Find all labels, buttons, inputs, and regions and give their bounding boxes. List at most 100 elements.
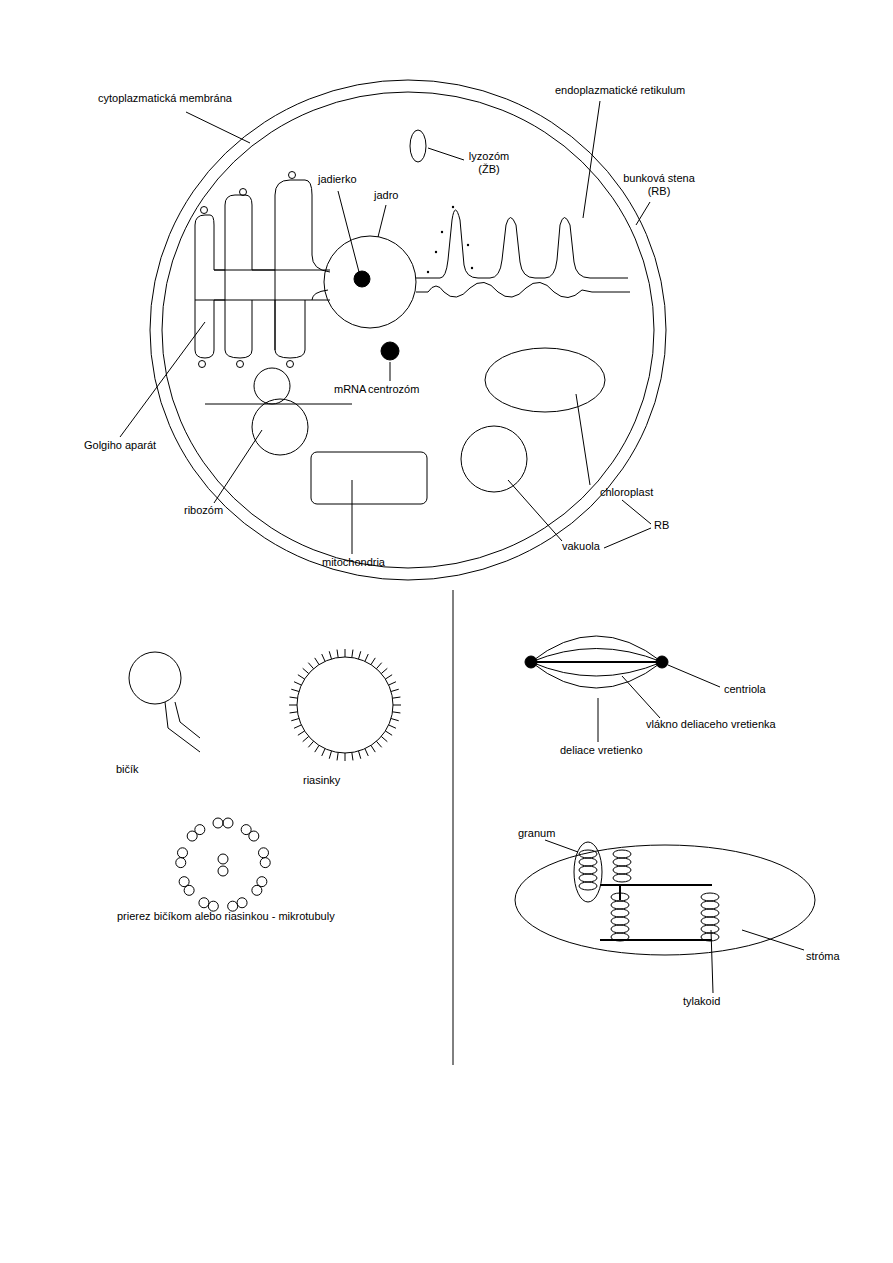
drawing-part bbox=[467, 244, 469, 246]
microtubule bbox=[218, 854, 228, 864]
microtubule bbox=[237, 898, 247, 908]
cilium bbox=[381, 736, 387, 741]
drawing-part bbox=[583, 101, 600, 218]
drawing-part bbox=[289, 172, 296, 179]
microtubule bbox=[260, 858, 270, 868]
cilium bbox=[391, 689, 399, 691]
axoneme-cross-section bbox=[176, 818, 270, 911]
cilium bbox=[294, 725, 301, 728]
stroma-lamellae bbox=[600, 885, 712, 940]
chloroplast-detail bbox=[515, 845, 815, 955]
part-label: mitochondria bbox=[322, 556, 385, 569]
thylakoid bbox=[613, 858, 631, 866]
part-label: jadro bbox=[374, 189, 398, 202]
microtubule bbox=[195, 825, 205, 835]
microtubule bbox=[249, 831, 259, 841]
part-label: deliace vretienko bbox=[560, 744, 643, 757]
microtubule bbox=[228, 901, 238, 911]
microtubule bbox=[218, 866, 228, 876]
drawing-part bbox=[199, 361, 206, 368]
part-label: centriola bbox=[724, 683, 766, 696]
drawing-part bbox=[214, 430, 262, 503]
thylakoid bbox=[611, 925, 629, 933]
cilium bbox=[389, 682, 396, 685]
cilium bbox=[365, 749, 368, 756]
drawing-part bbox=[525, 656, 537, 668]
cilium bbox=[303, 668, 309, 673]
drawing-part bbox=[201, 207, 208, 214]
thylakoid bbox=[701, 893, 719, 901]
thylakoid bbox=[579, 866, 597, 874]
cell-membrane bbox=[162, 92, 654, 568]
part-label: granum bbox=[518, 827, 555, 840]
drawing-part bbox=[508, 480, 562, 541]
nucleus bbox=[324, 236, 416, 328]
part-label: ribozóm bbox=[184, 504, 223, 517]
mitochondrion bbox=[311, 452, 427, 504]
divider bbox=[453, 590, 454, 1065]
thylakoid bbox=[613, 866, 631, 874]
cilium bbox=[290, 697, 298, 698]
cilium bbox=[352, 650, 353, 658]
thylakoid bbox=[701, 925, 719, 933]
microtubule bbox=[252, 885, 262, 895]
part-label: chloroplast bbox=[600, 486, 653, 499]
part-label: jadierko bbox=[318, 173, 357, 186]
part-label: prierez bičíkom alebo riasinkou - mikrot… bbox=[117, 910, 335, 923]
thylakoid bbox=[611, 901, 629, 909]
cilium bbox=[322, 654, 325, 661]
drawing-part bbox=[636, 202, 650, 225]
thylakoid bbox=[701, 901, 719, 909]
cilium bbox=[391, 719, 399, 721]
flagellum bbox=[165, 702, 200, 752]
part-label: tylakoid bbox=[683, 995, 720, 1008]
cilium bbox=[359, 751, 361, 759]
cilium bbox=[385, 731, 392, 735]
drawing-part bbox=[452, 206, 454, 208]
cell-wall bbox=[150, 80, 666, 580]
drawing-part bbox=[656, 656, 668, 668]
drawing-part bbox=[622, 676, 660, 718]
drawing-part bbox=[352, 480, 353, 554]
thylakoid bbox=[613, 850, 631, 858]
golgi-cisterna bbox=[195, 180, 330, 358]
cilium bbox=[322, 749, 325, 756]
part-label: RB bbox=[654, 519, 669, 532]
microtubule bbox=[176, 858, 186, 868]
cilium bbox=[385, 675, 392, 679]
ribosome-large bbox=[252, 399, 308, 455]
cilium bbox=[337, 650, 338, 658]
golgi-cisterna bbox=[225, 195, 252, 358]
drawing-part bbox=[622, 500, 651, 524]
part-label: cytoplazmatická membrána bbox=[98, 92, 232, 105]
leader-lines bbox=[120, 101, 651, 554]
thylakoid bbox=[579, 874, 597, 882]
microtubule bbox=[258, 848, 268, 858]
drawing-part bbox=[531, 661, 662, 663]
leader-lines bbox=[545, 840, 804, 993]
granum-outline bbox=[574, 842, 602, 902]
cilium bbox=[308, 741, 313, 747]
drawing-part bbox=[427, 271, 429, 273]
vacuole bbox=[461, 426, 527, 492]
cilium bbox=[289, 705, 297, 706]
nucleolus bbox=[354, 271, 370, 287]
part-label: lyzozóm (ŽB) bbox=[466, 150, 512, 176]
thylakoid bbox=[701, 909, 719, 917]
cilium bbox=[359, 651, 361, 659]
cilium bbox=[352, 753, 353, 761]
cilium bbox=[315, 658, 319, 665]
golgi-vesicles bbox=[199, 172, 296, 368]
cilium bbox=[294, 682, 301, 685]
cilium bbox=[376, 741, 381, 747]
cilium bbox=[371, 658, 375, 665]
drawing-part bbox=[186, 112, 250, 143]
cilium bbox=[303, 736, 309, 741]
ribosome-small bbox=[254, 368, 290, 404]
er-ribosomes bbox=[427, 206, 473, 273]
part-label: riasinky bbox=[303, 774, 340, 787]
cilium bbox=[345, 649, 346, 657]
cilium bbox=[393, 705, 401, 706]
